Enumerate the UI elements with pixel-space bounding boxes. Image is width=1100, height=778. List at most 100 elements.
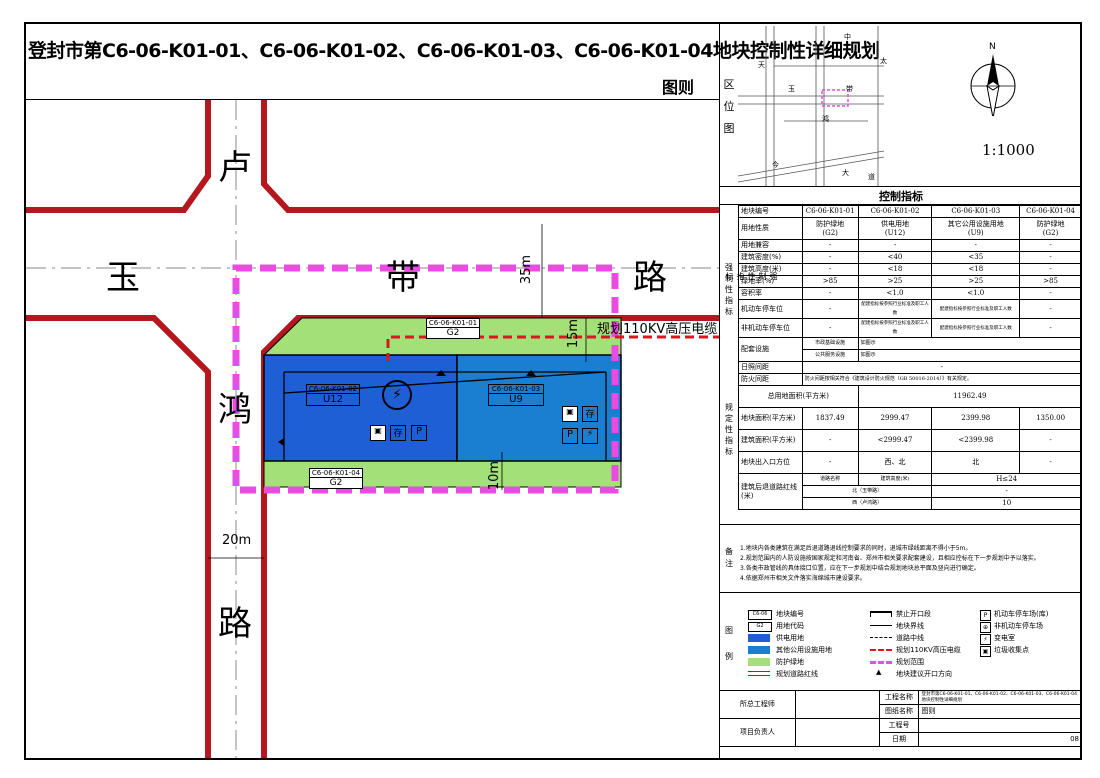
control-header-divider: [719, 204, 1082, 205]
table-row: 用地性质 防护绿地 (G2) 供电用地 (U12) 其它公用设施用地 (U9) …: [738, 217, 1082, 240]
legend-item: 规划110KV高压电缆: [896, 646, 961, 654]
legend-item: 机动车停车场(库): [994, 610, 1049, 618]
legend-item: 防护绿地: [776, 658, 804, 666]
road-width-label: 20m: [222, 533, 252, 548]
legend-swatch-road: [748, 671, 770, 676]
transformer-icon: ⚡: [980, 634, 991, 645]
location-divider: [719, 186, 1082, 187]
location-map: [738, 26, 884, 186]
trash-icon: ▣: [370, 425, 386, 441]
location-street-char: 天: [758, 61, 765, 69]
legend-item: 非机动车停车场: [994, 622, 1043, 630]
parking-lot-icon: P: [980, 610, 991, 621]
table-row: 建筑高度(米)-<18<18-: [738, 263, 1082, 276]
legend-arrow-icon: ▲: [876, 668, 882, 676]
parcel-k01-02-power: [263, 354, 458, 462]
table-row: 建筑面积(平方米)-<2999.47<2399.98-: [738, 429, 1082, 452]
table-row: 日照间距-: [738, 361, 1083, 374]
legend-item: 地块界线: [896, 622, 924, 630]
table-row: 所总工程师 工程名称 登封市第C6-06-K01-01、C6-06-K01-02…: [719, 690, 1082, 719]
legend-label: 图例: [725, 626, 733, 661]
location-street-char: 玉: [788, 85, 795, 93]
legend-item: 规划道路红线: [776, 670, 818, 678]
table-row: 地块出入口方位-西、北北-: [738, 451, 1082, 474]
note-line: 3.各类市政管线的具体接口位置，应在下一步规划中结合规划地块总平面及竖向进行确定…: [740, 565, 980, 572]
table-row: 绿地率(%)>85>25>25>85: [738, 275, 1082, 288]
right-panel-divider: [719, 22, 720, 760]
legend-item: 规划范围: [896, 658, 924, 666]
road-width-label: 10m: [487, 460, 503, 491]
legend-code-box: G2: [748, 622, 772, 632]
table-row: 防火间距防火间距按相关符合《建筑设计防火规范（GB 50016-2014）》有关…: [738, 373, 1083, 386]
road-name-char: 带: [386, 258, 420, 298]
mandatory-indicators-text: 强制性指标: [725, 263, 733, 316]
road-width-label: 15m: [566, 318, 582, 349]
legend-item: 其他公用设施用地: [776, 646, 832, 654]
legend-line-cable: [870, 649, 892, 651]
legend-item: 道路中线: [896, 634, 924, 642]
planning-boundary: [232, 264, 619, 494]
parcel-label-k01-02: C6-06-K01-02 U12: [306, 384, 360, 406]
garbage-icon: ▣: [980, 646, 991, 657]
parcel-label-k01-04: C6-06-K01-04 G2: [309, 468, 363, 489]
location-street-char: 大: [842, 169, 849, 177]
north-arrow-icon: [970, 54, 1016, 116]
page-title: 登封市第C6-06-K01-01、C6-06-K01-02、C6-06-K01-…: [28, 40, 880, 62]
location-label: 区位图: [723, 78, 735, 135]
prescriptive-indicators-text: 规定性指标: [725, 403, 733, 456]
table-row: 图纸名称 图则: [720, 704, 1082, 719]
location-street-char: 中: [844, 33, 851, 41]
parking-icon: P: [411, 425, 427, 441]
legend-item: 禁止开口段: [896, 610, 931, 618]
north-label: N: [989, 42, 996, 52]
table-row: 地块编号 C6-06-K01-01 C6-06-K01-02 C6-06-K01…: [738, 205, 1082, 218]
table-row: 机动车停车位-配建指标按参照行业标准及职工人数配建指标按参照行业标准及职工人数-: [738, 299, 1082, 319]
legend-item: 垃圾收集点: [994, 646, 1029, 654]
notes-divider: [719, 524, 1082, 525]
legend-swatch-green: [748, 658, 770, 666]
location-street-char: 鸿: [822, 115, 829, 123]
storage-icon: 存: [390, 425, 406, 441]
control-table: 地块编号 C6-06-K01-01 C6-06-K01-02 C6-06-K01…: [738, 205, 1083, 510]
table-row: 建筑密度(%)-<40<35-: [738, 251, 1082, 264]
road-width-label: 35m: [519, 254, 535, 285]
substation-icon: ⚡: [382, 380, 412, 410]
table-row: 项目负责人 工程号: [719, 718, 1082, 747]
legend-item: 变电室: [994, 634, 1015, 642]
note-line: 1.地块内各类建筑在满足后退道路退线控制要求的同时，退城市绿线距离不得小于5m。: [740, 545, 972, 552]
location-street-char: 道: [868, 173, 875, 181]
legend-line-centerline: [870, 637, 892, 638]
legend-item: 地块编号: [776, 610, 804, 618]
table-row: 总用地面积(平方米)11962.49: [738, 385, 1083, 408]
storage-icon: 存: [582, 406, 598, 422]
road-name-char: 路: [218, 604, 252, 644]
legend-line-parcel: [870, 625, 892, 626]
trash-icon: ▣: [562, 406, 578, 422]
notes-block: 1.地块内各类建筑在满足后退道路退线控制要求的同时，退城市绿线距离不得小于5m。…: [740, 544, 1080, 584]
power-icon: ⚡: [582, 428, 598, 444]
road-name-char: 玉: [106, 258, 140, 298]
table-row: 西（卢鸿路）10: [739, 497, 1082, 510]
control-header: 控制指标: [879, 190, 923, 203]
legend-item: 地块建议开口方向: [896, 670, 952, 678]
table-row: 配套设施 市政基础设施 如图示: [738, 337, 1083, 362]
road-name-char: 卢: [218, 148, 252, 188]
parcel-label-k01-01: C6-06-K01-01 G2: [426, 318, 480, 339]
parking-icon: P: [562, 428, 578, 444]
legend-line-boundary: [870, 661, 892, 664]
table-row: 用地兼容----: [738, 239, 1082, 252]
location-street-char: 太: [880, 57, 887, 65]
table-row: 日期 08: [720, 732, 1082, 747]
legend-swatch-power: [748, 634, 770, 642]
note-line: 4.依据郑州市相关文件落实海绵城市建设要求。: [740, 575, 866, 582]
cable-label: 规划110KV高压电缆: [597, 322, 718, 337]
legend-divider: [719, 592, 1082, 593]
title-block: 所总工程师 工程名称 登封市第C6-06-K01-01、C6-06-K01-02…: [719, 690, 1082, 747]
legend-item: 用地代码: [776, 622, 804, 630]
note-line: 2.规划范围内的人防设施按国家规定和河南省、郑州市相关要求配套建设，且相应控标在…: [740, 555, 1040, 562]
high-voltage-cable: [386, 335, 719, 362]
road-name-char: 鸿: [218, 390, 252, 430]
legend-line-no-opening: [870, 611, 892, 617]
map-scale: 1:1000: [982, 141, 1035, 159]
